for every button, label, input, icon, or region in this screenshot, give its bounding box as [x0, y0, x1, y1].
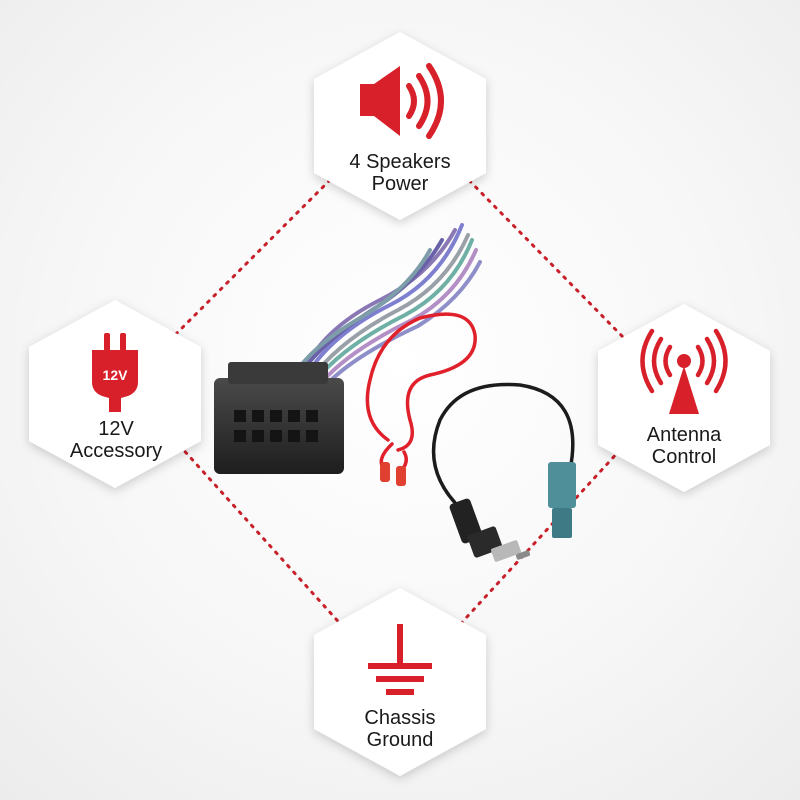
antenna-label-line2: Control	[651, 446, 717, 468]
ground-label-line1: Chassis	[364, 707, 436, 729]
antenna-adapter	[431, 382, 576, 562]
speaker-icon	[360, 63, 444, 139]
red-wire	[365, 312, 477, 486]
plug-icon	[92, 333, 138, 412]
harness-wires	[288, 223, 482, 385]
ground-label: Chassis Ground	[310, 707, 490, 751]
plug-badge-label: 12V	[102, 367, 128, 383]
accessory-label: 12V Accessory	[26, 418, 206, 462]
speakers-label-line2: Power	[371, 173, 429, 195]
wiring-harness	[214, 223, 482, 474]
accessory-label-line2: Accessory	[69, 440, 163, 462]
antenna-icon	[640, 328, 728, 414]
connector-pins	[234, 410, 318, 442]
accessory-label-line1: 12V	[98, 418, 134, 440]
ground-label-line2: Ground	[366, 729, 434, 751]
speakers-label-line1: 4 Speakers	[349, 151, 451, 173]
din-plug	[449, 498, 531, 562]
antenna-label-line1: Antenna	[646, 424, 722, 446]
fakra-connector	[548, 462, 576, 508]
ground-icon	[368, 624, 432, 695]
speakers-label: 4 Speakers Power	[310, 151, 490, 195]
harness-connector	[214, 378, 344, 474]
antenna-label: Antenna Control	[594, 424, 774, 468]
